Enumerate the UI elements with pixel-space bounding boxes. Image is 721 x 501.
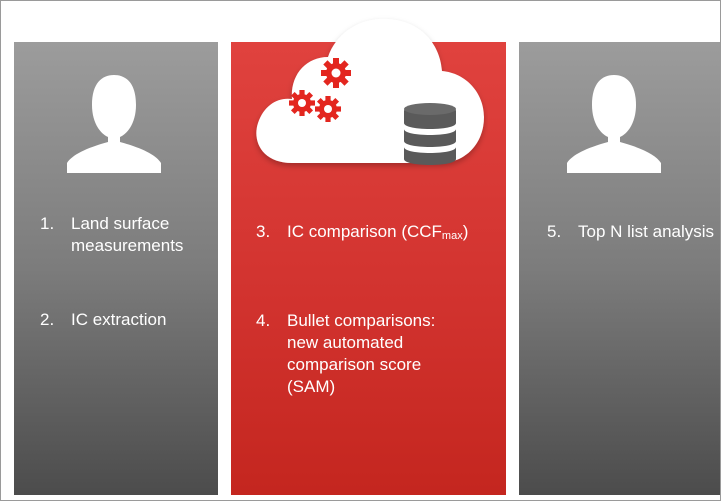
list-item: 5. Top N list analysis bbox=[547, 221, 717, 243]
item-text: Land surface measurements bbox=[71, 214, 184, 255]
list-item: 4. Bullet comparisons: new automated com… bbox=[256, 310, 461, 398]
item-text: Top N list analysis bbox=[578, 222, 715, 241]
item-number: 4. bbox=[256, 311, 271, 330]
cloud-icon bbox=[252, 13, 488, 178]
list-item: 1. Land surface measurements bbox=[40, 213, 215, 257]
item-text: Bullet comparisons: new automated compar… bbox=[287, 311, 436, 396]
person-icon bbox=[562, 69, 666, 175]
person-icon bbox=[62, 69, 166, 175]
item-subscript: max bbox=[441, 230, 463, 242]
list-item: 3. IC comparison (CCFmax) bbox=[256, 221, 501, 247]
gears-icon bbox=[289, 58, 351, 122]
item-text-main: IC comparison (CCF bbox=[287, 222, 442, 241]
item-number: 5. bbox=[547, 222, 562, 241]
item-number: 1. bbox=[40, 214, 55, 233]
item-text-suffix: ) bbox=[462, 222, 469, 241]
item-text: IC extraction bbox=[71, 310, 167, 329]
database-icon bbox=[404, 103, 456, 165]
list-item: 2. IC extraction bbox=[40, 309, 215, 331]
left-panel: 1. Land surface measurements 2. IC extra… bbox=[14, 42, 218, 495]
item-number: 3. bbox=[256, 222, 271, 241]
item-text: IC comparison (CCFmax) bbox=[287, 221, 501, 247]
item-number: 2. bbox=[40, 310, 55, 329]
right-panel: 5. Top N list analysis bbox=[519, 42, 720, 495]
